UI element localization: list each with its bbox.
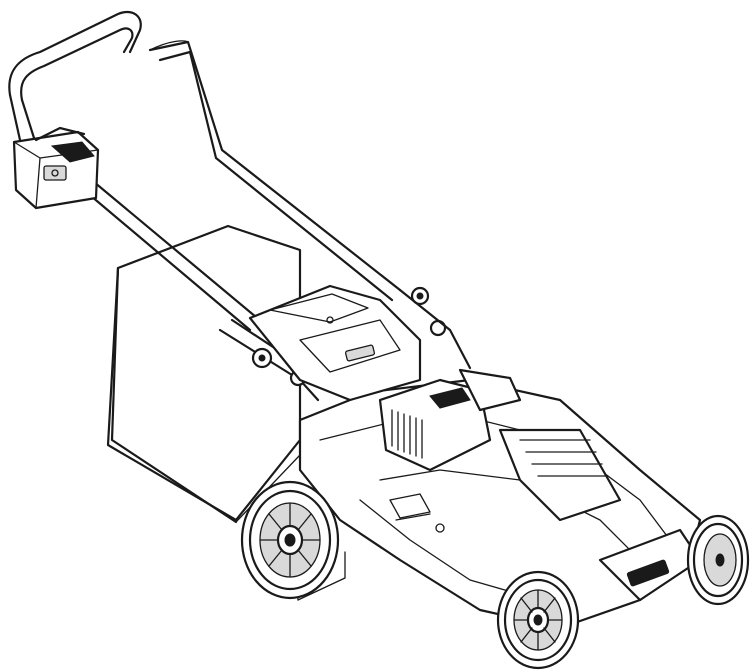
rear-left-wheel <box>240 480 340 600</box>
front-right-wheel <box>686 514 750 606</box>
mower-deck <box>298 378 702 630</box>
front-left-wheel <box>496 570 580 670</box>
switch-box <box>12 126 100 210</box>
battery-compartment <box>248 284 522 472</box>
handle-bar <box>8 10 402 332</box>
